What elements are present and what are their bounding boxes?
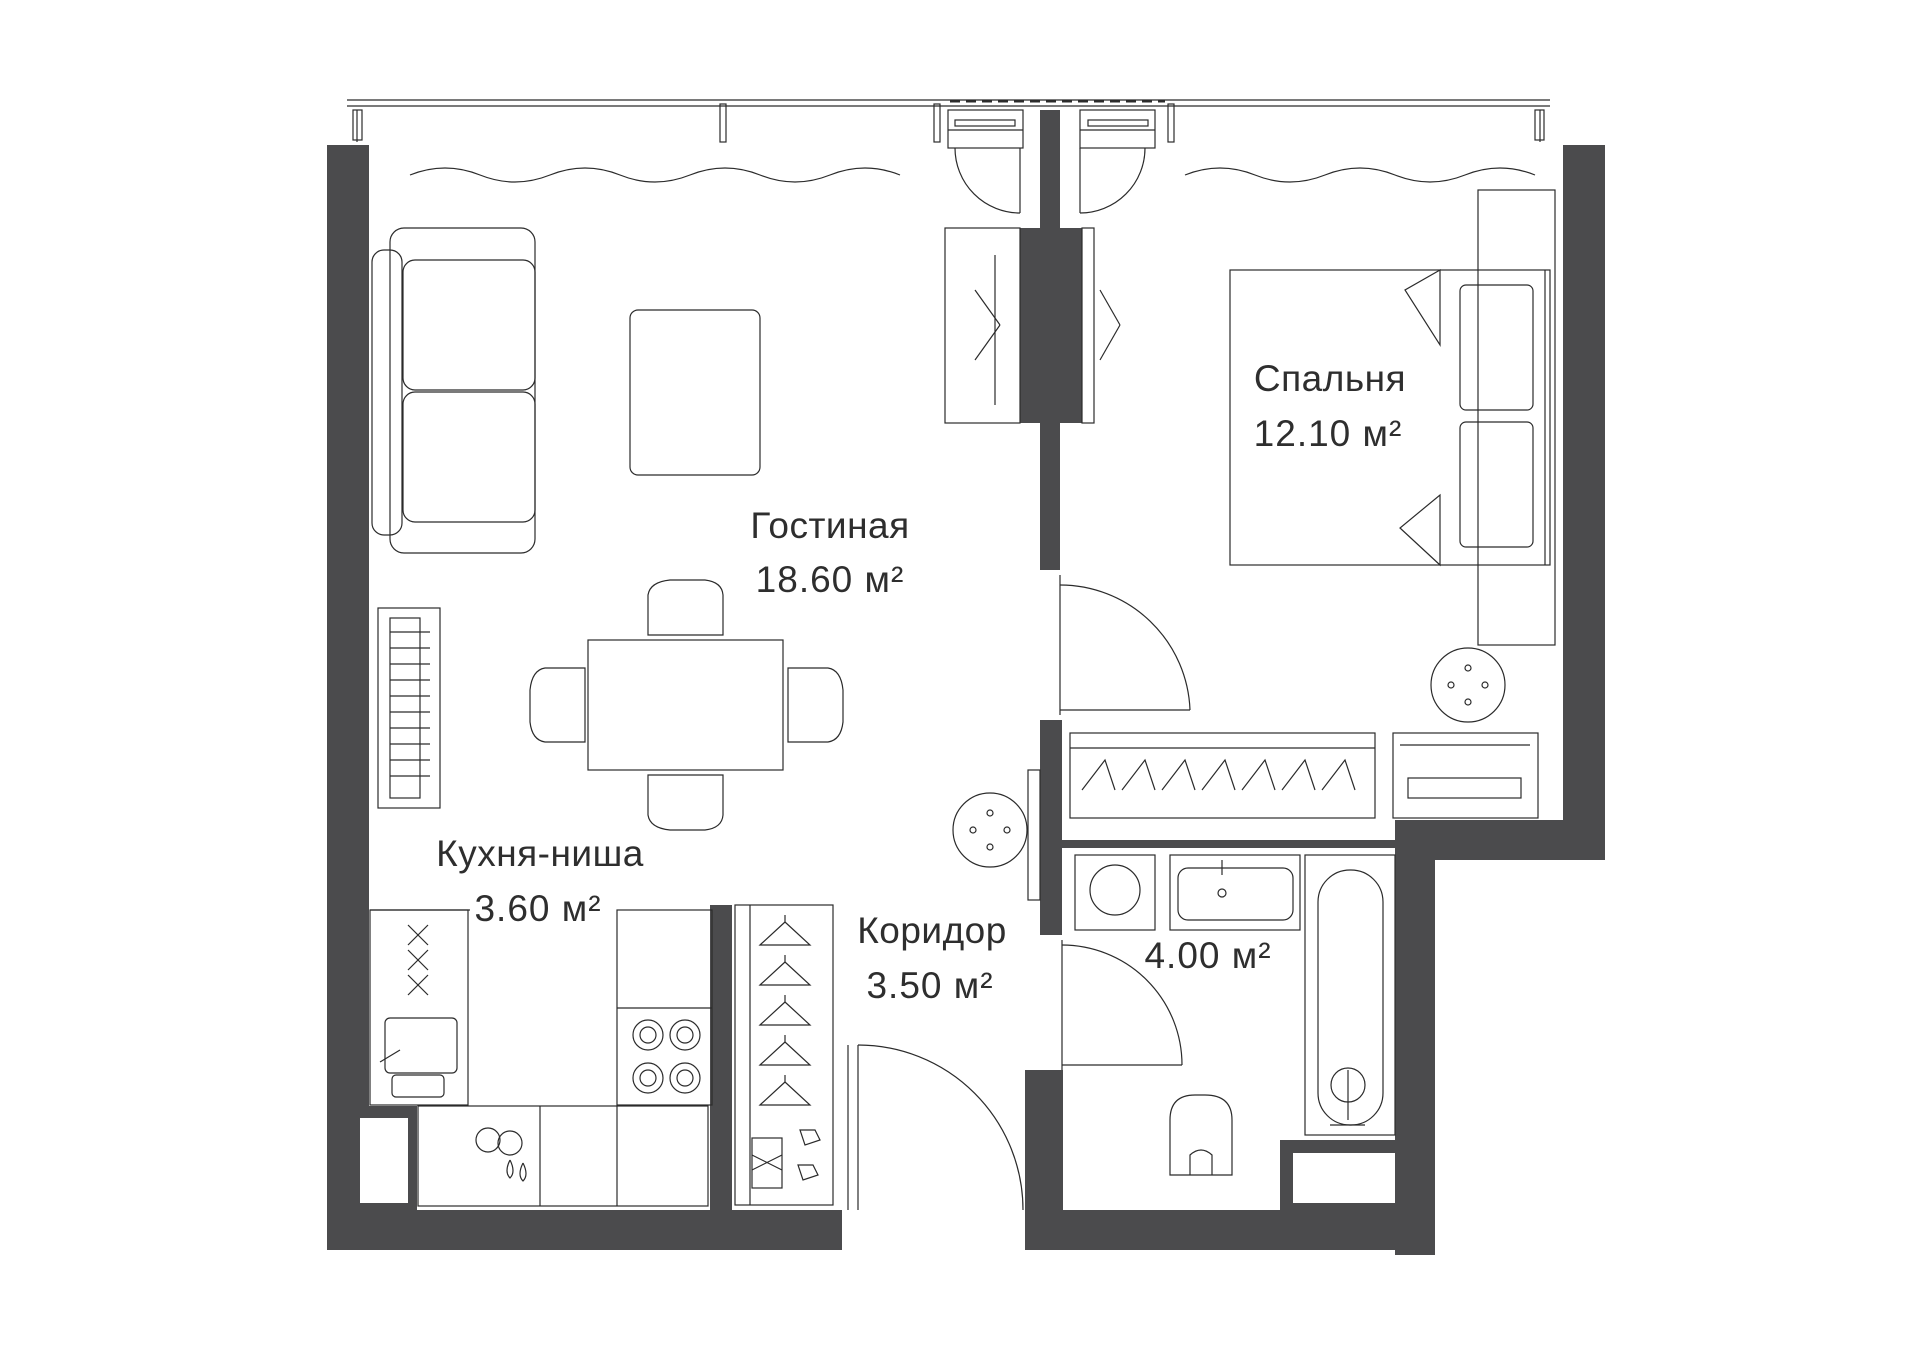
room-area-kitchen: 3.60 м² — [474, 888, 601, 929]
kitchen-counter — [369, 909, 713, 1207]
room-area-corridor: 3.50 м² — [866, 965, 993, 1006]
corridor-pouf — [952, 769, 1041, 901]
room-area-bedroom: 12.10 м² — [1254, 413, 1403, 454]
balcony-glazing — [347, 99, 1550, 149]
dining-set — [529, 579, 844, 831]
walls — [327, 110, 1605, 1255]
room-labels: Гостиная 18.60 м² Спальня 12.10 м² Кухня… — [436, 358, 1406, 1006]
corridor-wardrobe — [734, 904, 834, 1206]
bathroom-fixtures — [1074, 854, 1396, 1176]
bed — [1229, 268, 1551, 567]
curtains — [409, 167, 1536, 183]
radiator — [377, 607, 441, 809]
partition-window — [944, 227, 1121, 424]
bedroom-tv-stand — [1392, 732, 1539, 819]
room-name-corridor: Коридор — [857, 910, 1007, 951]
balcony-doors — [954, 147, 1146, 214]
room-area-living: 18.60 м² — [756, 559, 905, 600]
sofa — [371, 227, 536, 554]
coffee-table — [629, 309, 761, 476]
room-name-living: Гостиная — [750, 505, 909, 546]
bedroom-wardrobe — [1069, 732, 1376, 819]
bedroom-cabinet — [1477, 189, 1556, 646]
bedroom-stool — [1430, 647, 1506, 723]
doors — [847, 575, 1191, 1211]
room-name-bedroom: Спальня — [1254, 358, 1406, 399]
room-name-kitchen: Кухня-ниша — [436, 833, 644, 874]
room-area-bathroom: 4.00 м² — [1144, 935, 1271, 976]
